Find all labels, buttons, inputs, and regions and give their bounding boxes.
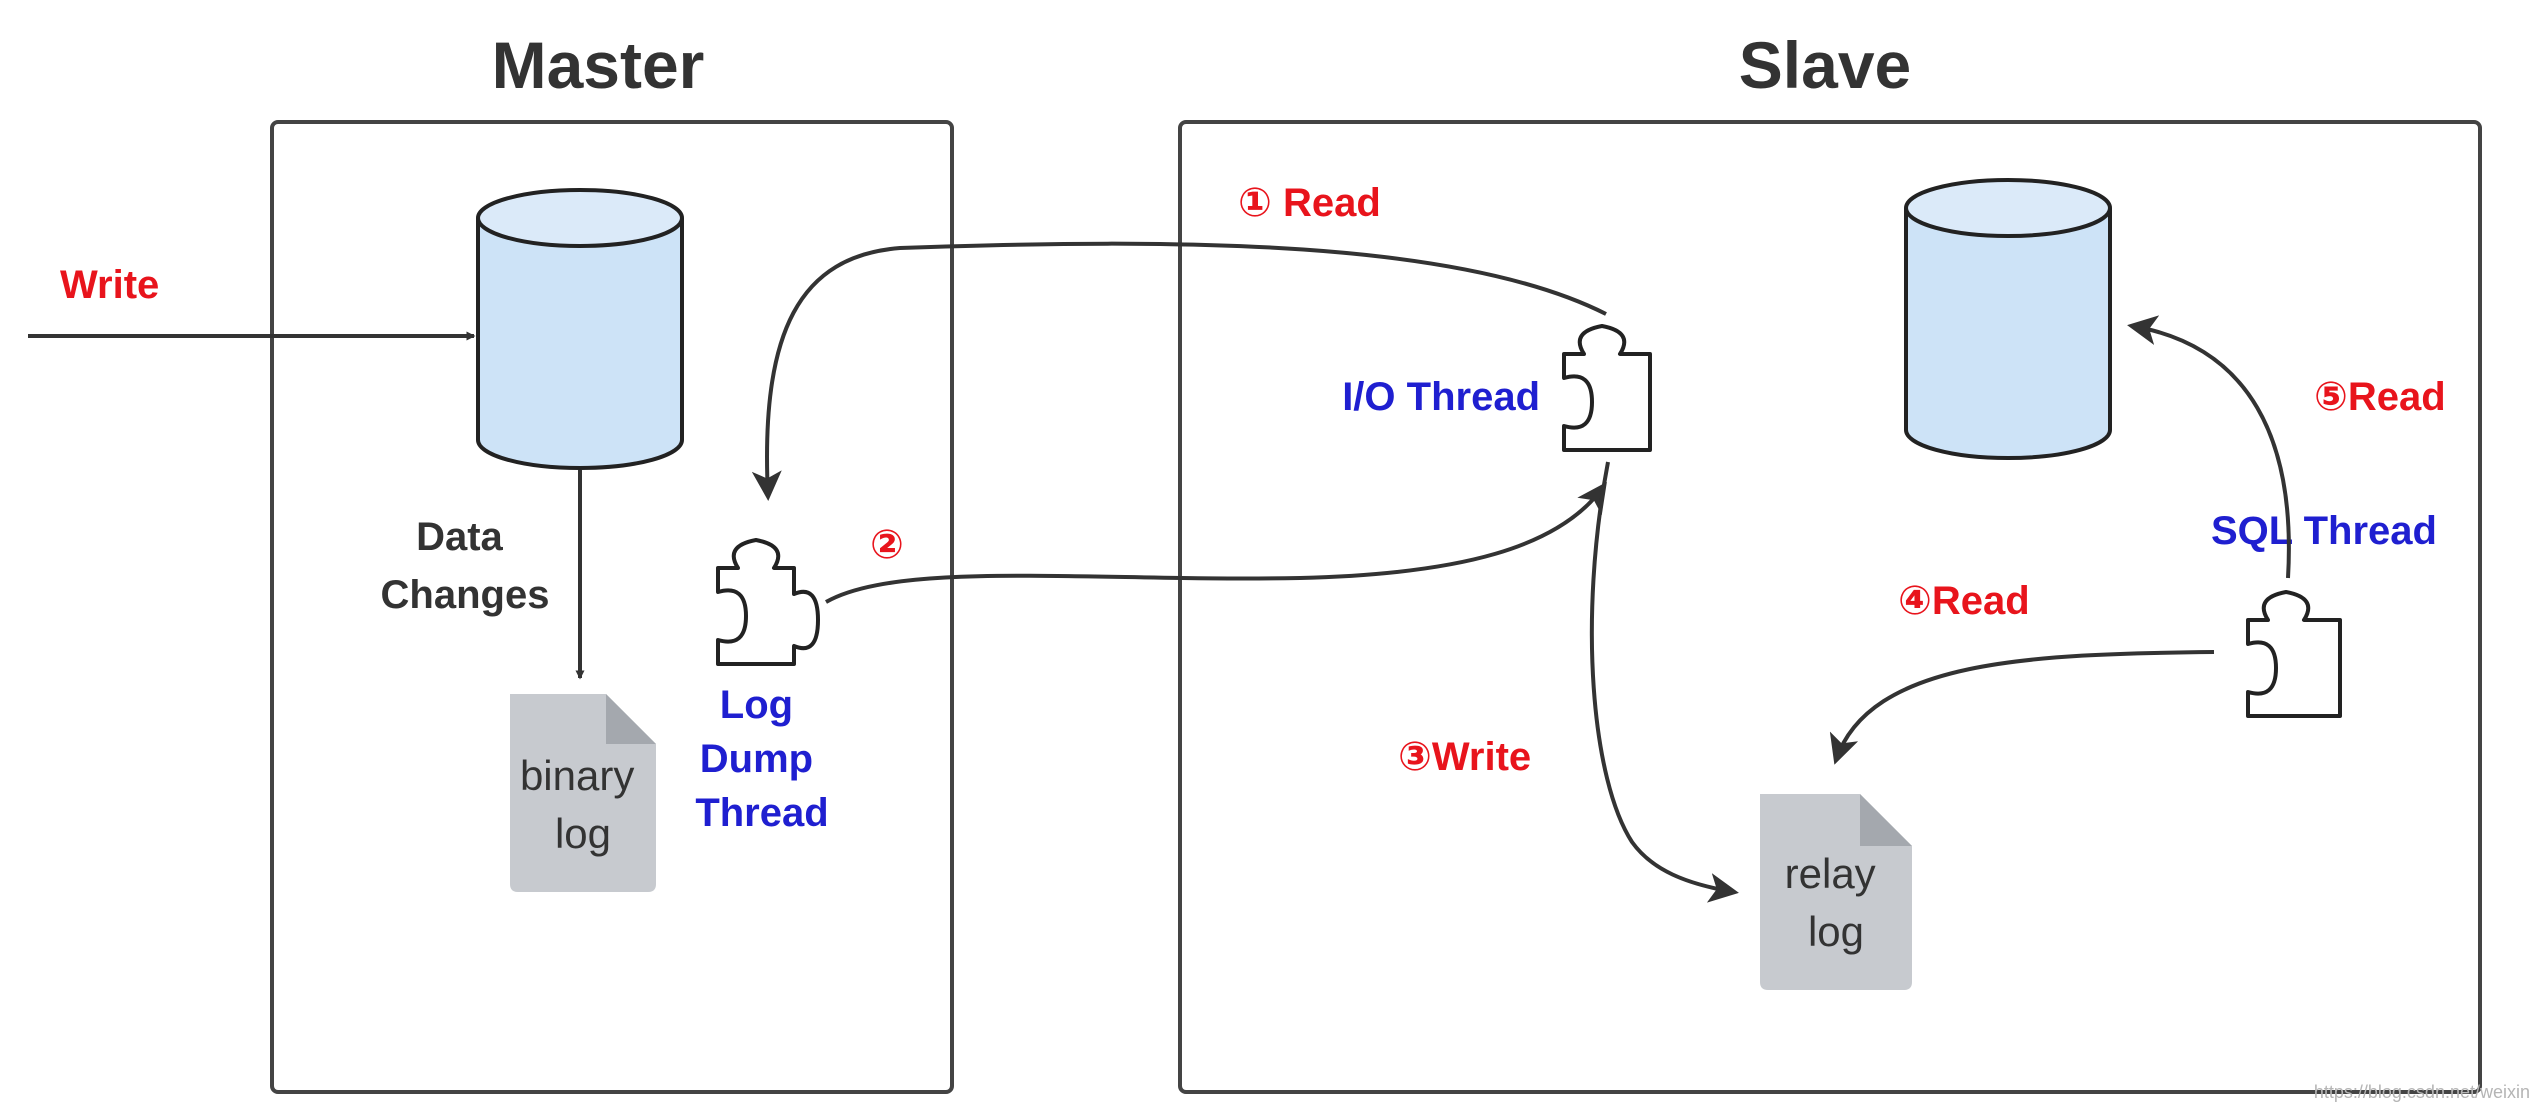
binary-log-label: binary log (520, 752, 646, 857)
slave-database-icon (1904, 178, 2112, 460)
data-changes-label: Data Changes (381, 515, 550, 617)
step4-read-arrow (1829, 650, 2215, 765)
master-database-icon (476, 188, 684, 470)
master-title: Master (492, 28, 705, 102)
relay-log-label: relay log (1785, 850, 1888, 955)
sql-thread-label: SQL Thread (2211, 509, 2437, 553)
step2-send-arrow (825, 481, 1607, 604)
step4-read-label: ④Read (1898, 579, 2030, 623)
step1-read-label: ① Read (1238, 181, 1381, 225)
step2-label: ② (870, 523, 904, 567)
write-label: Write (60, 263, 159, 307)
step3-write-arrow (1589, 461, 1739, 903)
log-dump-thread-puzzle-icon (716, 538, 820, 666)
master-panel (270, 120, 954, 1094)
binary-log-document-icon (510, 694, 656, 892)
log-dump-thread-label: Log Dump Thread (695, 683, 828, 835)
slave-panel (1178, 120, 2482, 1094)
io-thread-puzzle-icon (1562, 324, 1652, 452)
step5-read-arrow (2127, 315, 2291, 579)
watermark-text: https://blog.csdn.net/weixin (2314, 1082, 2530, 1102)
step5-read-label: ⑤Read (2314, 375, 2446, 419)
io-thread-label: I/O Thread (1342, 375, 1540, 419)
slave-title: Slave (1739, 28, 1911, 102)
step3-write-label: ③Write (1398, 735, 1531, 779)
step1-read-arrow (751, 241, 1607, 501)
relay-log-document-icon (1760, 794, 1912, 990)
sql-thread-puzzle-icon (2246, 590, 2342, 718)
